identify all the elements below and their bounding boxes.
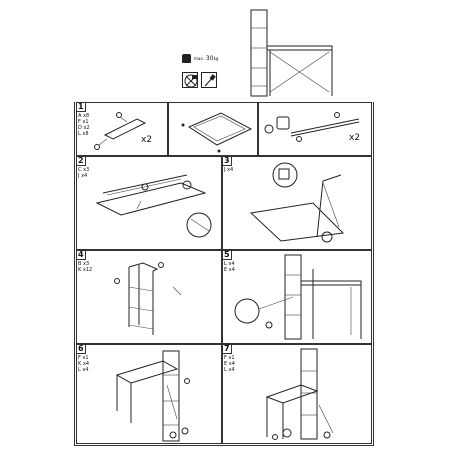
weight-max-label: max. 30kg — [194, 55, 219, 62]
weight-icon — [182, 54, 191, 63]
step-number: 5 — [223, 250, 232, 260]
step-number: 3 — [223, 156, 232, 166]
parts-list: F x1 K x4 L x4 — [78, 355, 90, 373]
overview-panel: max. 30kg — [74, 6, 374, 102]
step-number: 7 — [223, 344, 232, 354]
parts-list: F x1 E x4 L x4 — [224, 355, 235, 373]
assembled-desk-drawing — [115, 350, 190, 442]
step-1c-panel: x2 — [258, 102, 372, 156]
multiplier: x2 — [141, 135, 153, 145]
frame-rect-drawing — [181, 112, 253, 153]
step-1b-panel — [168, 102, 258, 156]
multiplier: x2 — [349, 133, 361, 143]
no-hammer-icon — [182, 72, 198, 88]
screwdriver-icon — [201, 72, 217, 88]
parts-list: B x3 K x12 — [78, 261, 93, 273]
parts-list: A x8 F x1 D x2 L x8 — [78, 113, 90, 137]
step-4-panel: 4 B x3 K x12 — [76, 250, 222, 344]
step-6-panel: 6 L x4 E x4 F x1 K x4 L x4 — [76, 344, 222, 444]
parts-list: J x4 — [224, 167, 234, 173]
step-number: 2 — [77, 156, 86, 166]
frame-bar-drawing — [94, 112, 147, 150]
shelf-unit-drawing — [114, 262, 182, 335]
parts-list: L x4 E x4 — [224, 261, 235, 273]
step-3-panel: 3 J x4 — [222, 156, 372, 250]
step-number: 6 — [77, 344, 86, 354]
desk-frame-drawing — [249, 162, 345, 243]
parts-list: C x3 J x4 — [78, 167, 90, 179]
leg-bar-drawing — [264, 112, 360, 142]
final-desk-drawing — [265, 348, 334, 440]
step-number: 4 — [77, 250, 86, 260]
desk-overview-drawing — [250, 9, 333, 97]
step-number: 1 — [77, 102, 86, 112]
step-1a-panel: 1 A x8 F x1 D x2 L x8 x2 — [76, 102, 168, 156]
shelf-desk-join-drawing — [234, 254, 362, 340]
step-5-panel: 5 L x4 E x4 — [222, 250, 372, 344]
step-2-panel: 2 C x3 J x4 — [76, 156, 222, 250]
desktop-board-drawing — [95, 174, 212, 238]
step-7-panel: 7 F x1 E x4 L x4 — [222, 344, 372, 444]
